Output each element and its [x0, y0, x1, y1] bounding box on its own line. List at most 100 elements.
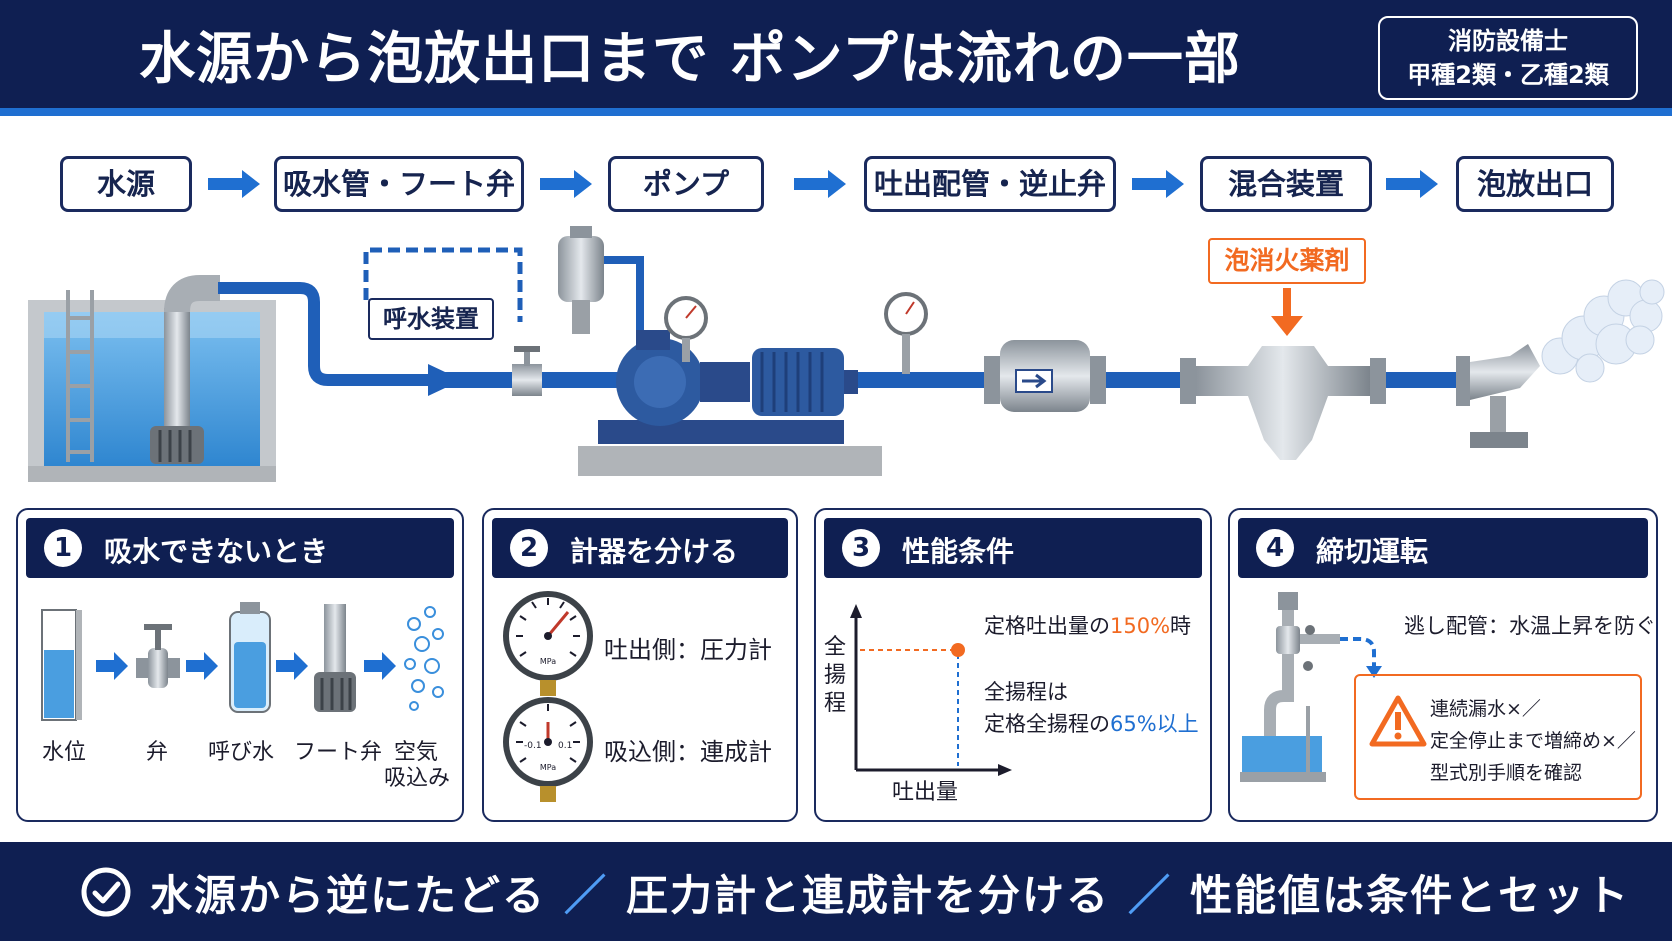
check-valve-icon	[984, 340, 1106, 412]
suction-check-sequence	[41, 602, 444, 721]
pump-gauge-icon	[664, 296, 708, 362]
panel-shutoff-operation: 4 締切運転 逃し配管：水温上昇を防ぐ 連続漏水×／ 定全停止まで増締め×／ 型…	[1228, 508, 1658, 822]
flow-arrow-icon	[540, 170, 592, 198]
performance-chart	[850, 604, 1012, 776]
discharge-gauge-icon	[884, 292, 928, 374]
item-valve: 弁	[146, 740, 169, 765]
gate-valve-icon	[512, 346, 542, 396]
item-air-suction: 吸込み	[384, 766, 451, 791]
panel-number: 4	[1256, 529, 1294, 567]
header-stripe	[0, 108, 1672, 116]
arrow-icon	[364, 652, 396, 680]
condition-flow-value: 150%	[1110, 614, 1171, 638]
panel-number: 1	[44, 529, 82, 567]
condition-head-line2: 定格全揚程の65%以上	[984, 708, 1199, 738]
flow-step-foam-outlet: 泡放出口	[1456, 156, 1614, 212]
badge-line1: 消防設備士	[1448, 27, 1568, 55]
footer-point-2: 圧力計と連成計を分ける	[626, 871, 1111, 920]
flow-step-water-source: 水源	[60, 156, 192, 212]
compound-pos-label: 0.1	[558, 741, 572, 751]
panel-gauges: 2 計器を分ける MPa 吐出側：圧力計 -0.1 0.1 MPa 吸込側：連成…	[482, 508, 798, 822]
warning-icon	[1369, 695, 1427, 747]
flow-arrow-icon	[208, 170, 260, 198]
flow-step-discharge-pipe: 吐出配管・逆止弁	[864, 156, 1116, 212]
panel-performance: 3 性能条件 全揚程 吐出量 定格吐出量の150%時 全揚程は 定格全揚程の65…	[814, 508, 1212, 822]
arrow-icon	[276, 652, 308, 680]
check-circle-icon	[81, 867, 131, 917]
panel-title: 計器を分ける	[570, 535, 739, 568]
flow-arrow-icon	[1386, 170, 1438, 198]
air-bubbles-icon	[404, 606, 444, 711]
water-level-icon	[41, 609, 82, 721]
panel-header: 3 性能条件	[824, 518, 1202, 578]
panel-suction-failure: 1 吸水できないとき	[16, 508, 464, 822]
header-bar: 水源から泡放出口まで ポンプは流れの一部 消防設備士 甲種2類・乙種2類	[0, 0, 1672, 108]
arrow-icon	[96, 652, 128, 680]
warning-box: 連続漏水×／ 定全停止まで増締め×／ 型式別手順を確認	[1354, 674, 1642, 800]
condition-head-prefix: 定格全揚程の	[984, 712, 1110, 736]
suction-side-label: 吸込側：連成計	[604, 738, 772, 766]
item-air: 空気	[394, 740, 439, 765]
relief-arrow-icon	[1366, 666, 1382, 678]
pump-unit	[578, 330, 882, 476]
flow-step-mixer: 混合装置	[1200, 156, 1372, 212]
system-diagram	[28, 226, 1665, 482]
panel-header: 2 計器を分ける	[492, 518, 788, 578]
foam-spray-icon	[1541, 279, 1665, 383]
item-foot-valve: フート弁	[294, 740, 383, 765]
priming-device-label: 呼水装置	[368, 298, 494, 340]
item-water-level: 水位	[42, 740, 87, 765]
discharge-side-label: 吐出側：圧力計	[604, 636, 772, 664]
compound-neg-label: -0.1	[524, 741, 542, 751]
badge-line2: 甲種2類・乙種2類	[1407, 61, 1609, 89]
foot-valve-icon	[314, 604, 356, 712]
footer-point-1: 水源から逆にたどる	[150, 871, 547, 920]
panel-number: 2	[510, 529, 548, 567]
foam-arrow-icon	[1271, 316, 1303, 336]
item-priming: 呼び水	[208, 740, 275, 765]
footer-divider: ／	[564, 871, 609, 920]
flow-arrow-icon	[1132, 170, 1184, 198]
flow-step-pump: ポンプ	[608, 156, 764, 212]
priming-line	[363, 247, 523, 322]
suction-pipe	[150, 275, 462, 464]
flow-step-suction-pipe: 吸水管・フート弁	[274, 156, 524, 212]
compound-gauge-icon: -0.1 0.1 MPa	[503, 697, 593, 802]
footer-summary: 水源から逆にたどる ／ 圧力計と連成計を分ける ／ 性能値は条件とセット	[150, 862, 1630, 923]
footer-bar: 水源から逆にたどる ／ 圧力計と連成計を分ける ／ 性能値は条件とセット	[0, 842, 1672, 941]
foam-outlet-icon	[1456, 344, 1540, 448]
panel-number: 3	[842, 529, 880, 567]
panel-title: 吸水できないとき	[104, 535, 329, 568]
priming-tank-icon	[558, 226, 604, 334]
panel-header: 1 吸水できないとき	[26, 518, 454, 578]
valve-icon	[136, 624, 180, 688]
pressure-gauge-icon: MPa	[503, 591, 593, 696]
y-axis-label: 全揚程	[824, 635, 847, 716]
condition-head-value: 65%以上	[1110, 712, 1199, 736]
rated-point-marker	[951, 643, 965, 657]
panel-title: 締切運転	[1316, 535, 1429, 568]
warning-line2: 定全停止まで増締め×／	[1430, 730, 1636, 752]
condition-flow: 定格吐出量の150%時	[984, 610, 1191, 640]
footer-divider: ／	[1128, 871, 1173, 920]
panel-title: 性能条件	[902, 535, 1015, 568]
footer-point-3: 性能値は条件とセット	[1190, 871, 1631, 920]
condition-flow-prefix: 定格吐出量の	[984, 614, 1110, 638]
warning-line3: 型式別手順を確認	[1430, 762, 1583, 784]
x-axis-label: 吐出量	[892, 780, 959, 805]
ladder-icon	[66, 290, 94, 462]
panel-header: 4 締切運転	[1238, 518, 1648, 578]
relief-pipe-label: 逃し配管：水温上昇を防ぐ	[1404, 614, 1656, 638]
condition-head-line1: 全揚程は	[984, 680, 1068, 704]
gauge-unit: MPa	[540, 763, 556, 772]
priming-water-icon	[229, 602, 271, 713]
flow-arrow-icon	[794, 170, 846, 198]
condition-flow-suffix: 時	[1170, 614, 1192, 638]
foam-agent-label: 泡消火薬剤	[1208, 238, 1366, 284]
foam-arrow-shaft	[1283, 288, 1291, 320]
warning-line1: 連続漏水×／	[1430, 698, 1541, 720]
gauge-unit: MPa	[540, 657, 556, 666]
arrow-icon	[186, 652, 218, 680]
mixer-icon	[1180, 346, 1386, 460]
relief-pipe-diagram	[1240, 592, 1382, 782]
